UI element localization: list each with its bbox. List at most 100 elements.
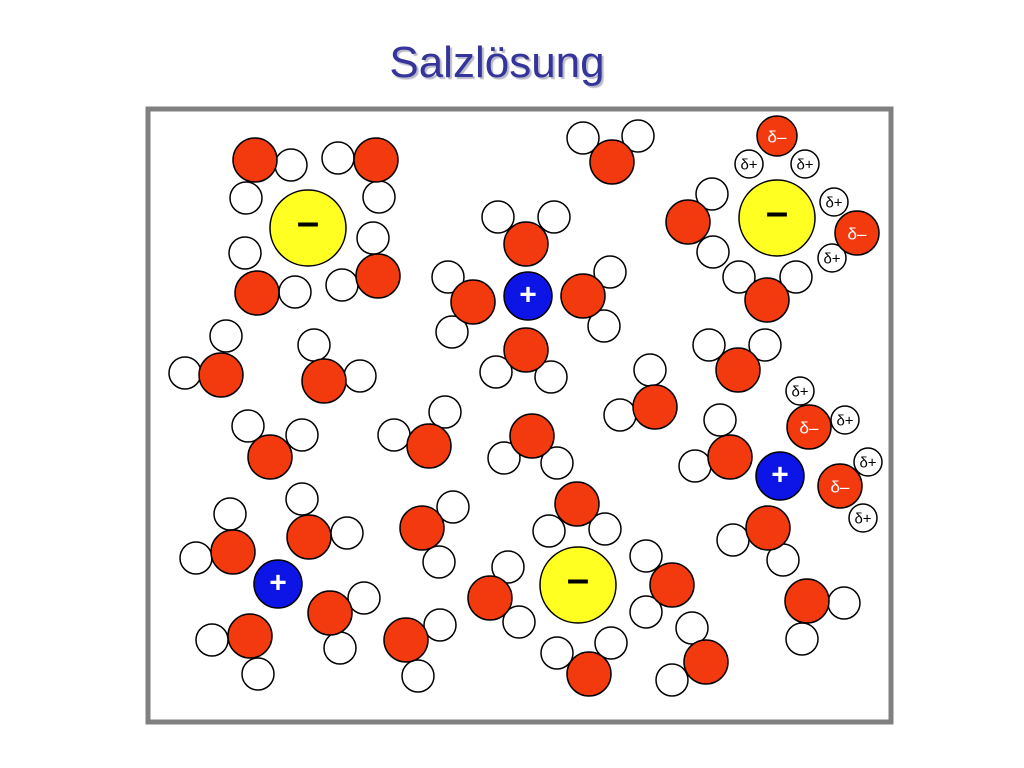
hydrogen-atom xyxy=(330,516,364,550)
hydrogen-atom xyxy=(343,359,377,393)
delta-plus-label: δ+ xyxy=(740,157,757,174)
delta-plus-label: δ+ xyxy=(823,251,840,268)
hydrogen-atom xyxy=(435,315,469,349)
hydrogen-atom xyxy=(209,319,243,353)
hydrogen-atom xyxy=(231,409,265,443)
hydrogen-atom xyxy=(431,260,465,294)
oxygen-atom xyxy=(247,434,293,480)
hydrogen-atom xyxy=(423,608,457,642)
oxygen-atom xyxy=(307,590,353,636)
hydrogen-atom xyxy=(716,523,750,557)
partial-positive-hydrogen xyxy=(790,149,820,179)
hydrogen-atom xyxy=(356,221,390,255)
hydrogen-atom xyxy=(428,395,462,429)
delta-minus-label: δ– xyxy=(831,478,850,497)
hydrogen-atom xyxy=(695,177,729,211)
oxygen-atom xyxy=(467,575,513,621)
oxygen-atom xyxy=(301,358,347,404)
hydrogen-atom xyxy=(633,353,667,387)
hydrogen-atom xyxy=(347,581,381,615)
oxygen-atom xyxy=(560,273,606,319)
partial-positive-hydrogen xyxy=(819,187,849,217)
hydrogen-atom xyxy=(323,631,357,665)
hydrogen-atom xyxy=(195,623,229,657)
hydrogen-atom xyxy=(285,482,319,516)
hydrogen-atom xyxy=(321,141,355,175)
oxygen-atom xyxy=(234,270,280,316)
hydrogen-atom xyxy=(621,119,655,153)
hydrogen-atom xyxy=(722,260,756,294)
partial-positive-hydrogen xyxy=(830,405,860,435)
delta-plus-label: δ+ xyxy=(796,157,813,174)
oxygen-atom xyxy=(589,139,635,185)
delta-plus-label: δ+ xyxy=(825,195,842,212)
oxygen-atom xyxy=(227,613,273,659)
hydrogen-atom xyxy=(748,328,782,362)
oxygen-atom xyxy=(232,137,278,183)
hydrogen-atom xyxy=(566,121,600,155)
hydrogen-atom xyxy=(479,355,513,389)
oxygen-atom xyxy=(286,514,332,560)
oxygen-atom xyxy=(383,617,429,663)
hydrogen-atom xyxy=(502,605,536,639)
oxygen-atom xyxy=(503,327,549,373)
oxygen-atom xyxy=(665,199,711,245)
partial-positive-hydrogen xyxy=(734,149,764,179)
anion xyxy=(539,546,617,624)
delta-plus-label: δ+ xyxy=(859,455,876,472)
oxygen-atom xyxy=(649,562,695,608)
hydrogen-atom xyxy=(587,309,621,343)
hydrogen-atom xyxy=(779,260,813,294)
oxygen-atom xyxy=(406,423,452,469)
hydrogen-atom xyxy=(297,328,331,362)
hydrogen-atom xyxy=(629,539,663,573)
oxygen-atom xyxy=(355,253,401,299)
hydrogen-atom xyxy=(179,541,213,575)
delta-minus-label: δ– xyxy=(800,419,819,438)
hydrogen-atom xyxy=(491,550,525,584)
cation-charge-sign: + xyxy=(269,567,287,600)
hydrogen-atom xyxy=(228,236,262,270)
hydrogen-atom xyxy=(229,181,263,215)
hydrogen-atom xyxy=(325,268,359,302)
hydrogen-atom xyxy=(285,418,319,452)
delta-plus-label: δ+ xyxy=(854,511,871,528)
cation-charge-sign: + xyxy=(519,279,537,312)
oxygen-atom xyxy=(198,352,244,398)
oxygen-atom xyxy=(632,384,678,430)
cation xyxy=(755,451,805,501)
oxygen-atom xyxy=(683,639,729,685)
cation xyxy=(253,559,303,609)
hydrogen-atom xyxy=(362,180,396,214)
oxygen-atom xyxy=(715,347,761,393)
delta-minus-label: δ– xyxy=(768,128,787,147)
hydrogen-atom xyxy=(241,657,275,691)
cation-charge-sign: + xyxy=(771,459,789,492)
partial-negative-oxygen xyxy=(756,115,798,157)
hydrogen-atom xyxy=(532,514,566,548)
hydrogen-atom xyxy=(422,545,456,579)
oxygen-atom xyxy=(707,434,753,480)
hydrogen-atom xyxy=(534,360,568,394)
anion xyxy=(269,189,347,267)
hydrogen-atom xyxy=(629,595,663,629)
hydrogen-atom xyxy=(785,622,819,656)
hydrogen-atom xyxy=(593,255,627,289)
oxygen-atom xyxy=(509,413,555,459)
delta-plus-label: δ+ xyxy=(836,413,853,430)
hydrogen-atom xyxy=(540,446,574,480)
hydrogen-atom xyxy=(436,490,470,524)
partial-positive-hydrogen xyxy=(853,447,883,477)
oxygen-atom xyxy=(503,221,549,267)
oxygen-atom xyxy=(554,481,600,527)
anion-charge-sign: – xyxy=(297,200,319,244)
oxygen-atom xyxy=(784,578,830,624)
oxygen-atom xyxy=(744,277,790,323)
partial-negative-oxygen xyxy=(817,463,863,509)
delta-minus-label: δ– xyxy=(848,225,867,244)
hydrogen-atom xyxy=(401,659,435,693)
hydrogen-atom xyxy=(692,328,726,362)
partial-positive-hydrogen xyxy=(785,376,815,406)
delta-plus-label: δ+ xyxy=(791,384,808,401)
